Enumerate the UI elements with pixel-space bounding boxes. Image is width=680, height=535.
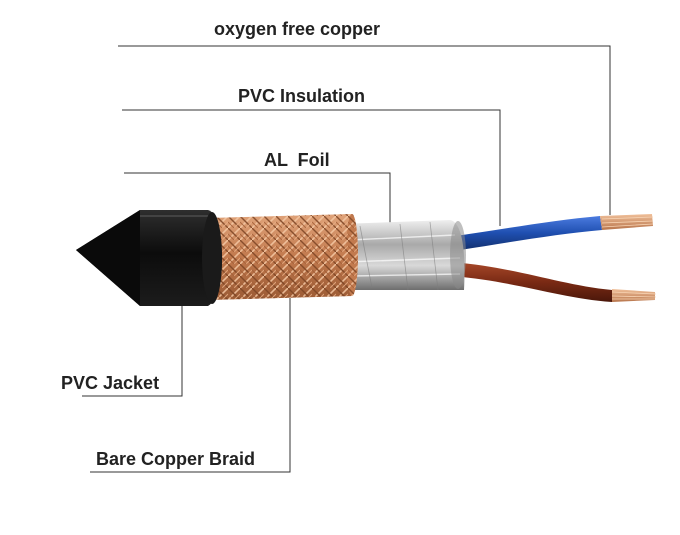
label-bare-copper-braid: Bare Copper Braid [96, 449, 256, 469]
leader-line-pvc-jacket [82, 305, 183, 397]
leader-line-pvc-insulation [122, 109, 501, 226]
brown-conductor [452, 262, 657, 302]
copper-braid-layer [208, 214, 358, 300]
pvc-jacket-layer [76, 210, 222, 306]
leader-lines [82, 45, 611, 473]
label-pvc-jacket: PVC Jacket [61, 373, 160, 393]
leader-line-al-foil [124, 172, 391, 225]
al-foil-layer [340, 220, 466, 291]
label-pvc-insulation: PVC Insulation [238, 86, 366, 106]
leader-line-bare-copper-braid [90, 298, 291, 473]
label-oxygen-free-copper: oxygen free copper [214, 19, 381, 39]
leader-line-oxygen-free-copper [118, 45, 611, 215]
label-al-foil: AL Foil [264, 150, 330, 170]
blue-conductor [456, 214, 654, 250]
